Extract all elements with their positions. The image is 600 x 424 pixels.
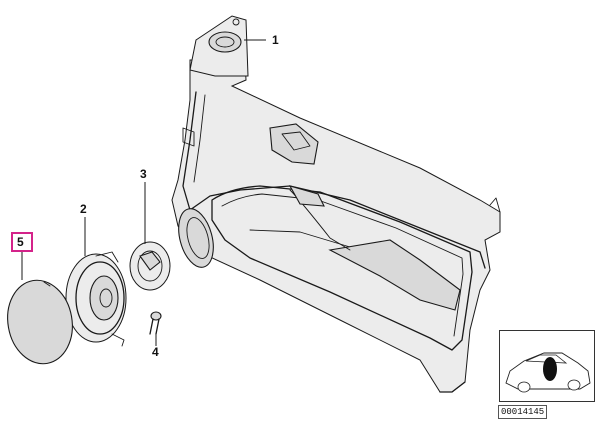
highlighted-callout-box[interactable]: 5 <box>11 232 33 252</box>
reference-code: 00014145 <box>498 405 548 419</box>
car-silhouette-icon <box>505 352 591 393</box>
loudspeaker-part-2 <box>65 251 127 347</box>
tweeter-part-1 <box>189 15 249 77</box>
callout-5: 5 <box>17 235 24 249</box>
grille-cover-part-5 <box>7 279 73 365</box>
callout-4: 4 <box>152 345 159 359</box>
vehicle-location-inset <box>499 330 595 402</box>
screw-part-4 <box>149 311 162 335</box>
door-location-marker-icon <box>543 357 557 381</box>
callout-2: 2 <box>80 202 87 216</box>
leader-lines <box>21 39 266 346</box>
door-trim-panel <box>171 59 501 393</box>
callout-3: 3 <box>140 167 147 181</box>
adapter-ring-part-3 <box>129 241 171 291</box>
callout-1: 1 <box>272 33 279 47</box>
